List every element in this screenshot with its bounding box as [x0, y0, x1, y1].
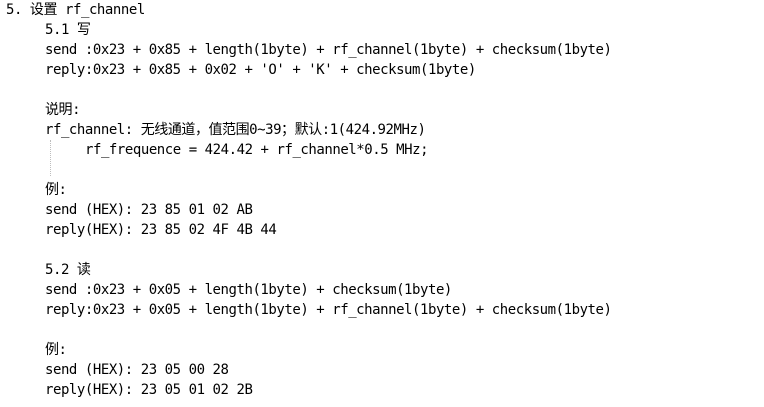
example2-reply-line: reply(HEX): 23 05 01 02 2B: [45, 382, 253, 398]
write-subheading: 5.1 写: [45, 22, 91, 38]
section-heading: 5. 设置 rf_channel: [6, 2, 145, 18]
spacer: [6, 160, 762, 180]
read-subheading: 5.2 读: [45, 262, 91, 278]
document-body: 5. 设置 rf_channel 5.1 写 send :0x23 + 0x85…: [6, 0, 762, 400]
write-reply-line: reply:0x23 + 0x85 + 0x02 + 'O' + 'K' + c…: [45, 62, 476, 78]
example2-send-line: send (HEX): 23 05 00 28: [45, 362, 229, 378]
example2-label: 例:: [45, 342, 67, 358]
read-reply-line: reply:0x23 + 0x05 + length(1byte) + rf_c…: [45, 302, 612, 318]
read-send-line: send :0x23 + 0x05 + length(1byte) + chec…: [45, 282, 452, 298]
spacer: [6, 320, 762, 340]
note-label: 说明:: [45, 102, 81, 118]
spacer: [6, 80, 762, 100]
indent-guide: [50, 140, 51, 176]
note-channel-line: rf_channel: 无线通道，值范围0~39；默认:1(424.92MHz): [45, 122, 426, 138]
example1-reply-line: reply(HEX): 23 85 02 4F 4B 44: [45, 222, 277, 238]
spacer: [6, 240, 762, 260]
note-formula-line: rf_frequence = 424.42 + rf_channel*0.5 M…: [85, 142, 429, 158]
example1-send-line: send (HEX): 23 85 01 02 AB: [45, 202, 253, 218]
write-send-line: send :0x23 + 0x85 + length(1byte) + rf_c…: [45, 42, 612, 58]
example1-label: 例:: [45, 182, 67, 198]
